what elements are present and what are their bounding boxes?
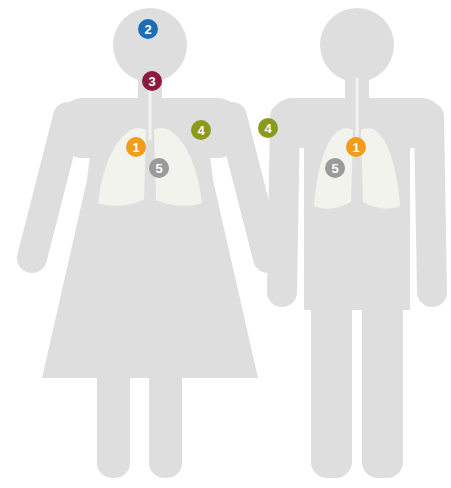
woman-leg <box>149 360 182 478</box>
callout-circle: 4 <box>258 118 278 138</box>
woman-leg <box>97 360 130 478</box>
callout-number: 2 <box>144 23 151 36</box>
woman-figure <box>32 8 268 478</box>
man-leg <box>362 290 403 478</box>
callout-circle: 1 <box>126 137 146 157</box>
callout-number: 4 <box>264 122 271 135</box>
woman-lung <box>154 128 202 206</box>
woman-dress <box>42 140 258 378</box>
callout-number: 4 <box>197 124 204 137</box>
man-trachea <box>356 78 359 140</box>
man-lungs <box>314 78 400 209</box>
man-torso <box>304 120 410 310</box>
man-leg <box>311 290 352 478</box>
woman-lungs <box>98 78 202 206</box>
callout-number: 5 <box>155 162 162 175</box>
callout-number: 1 <box>352 141 359 154</box>
man-figure <box>272 8 442 478</box>
callout-number: 5 <box>331 162 338 175</box>
callout-circle: 5 <box>149 158 169 178</box>
callout-circle: 5 <box>325 158 345 178</box>
callout-circle: 3 <box>142 71 162 91</box>
man-head <box>320 8 394 82</box>
callout-number: 1 <box>132 141 139 154</box>
woman-lung <box>98 128 146 206</box>
callout-number: 3 <box>148 75 155 88</box>
callout-circle: 1 <box>346 137 366 157</box>
man-lung <box>361 128 400 208</box>
callout-circle: 4 <box>191 120 211 140</box>
callout-circle: 2 <box>138 19 158 39</box>
